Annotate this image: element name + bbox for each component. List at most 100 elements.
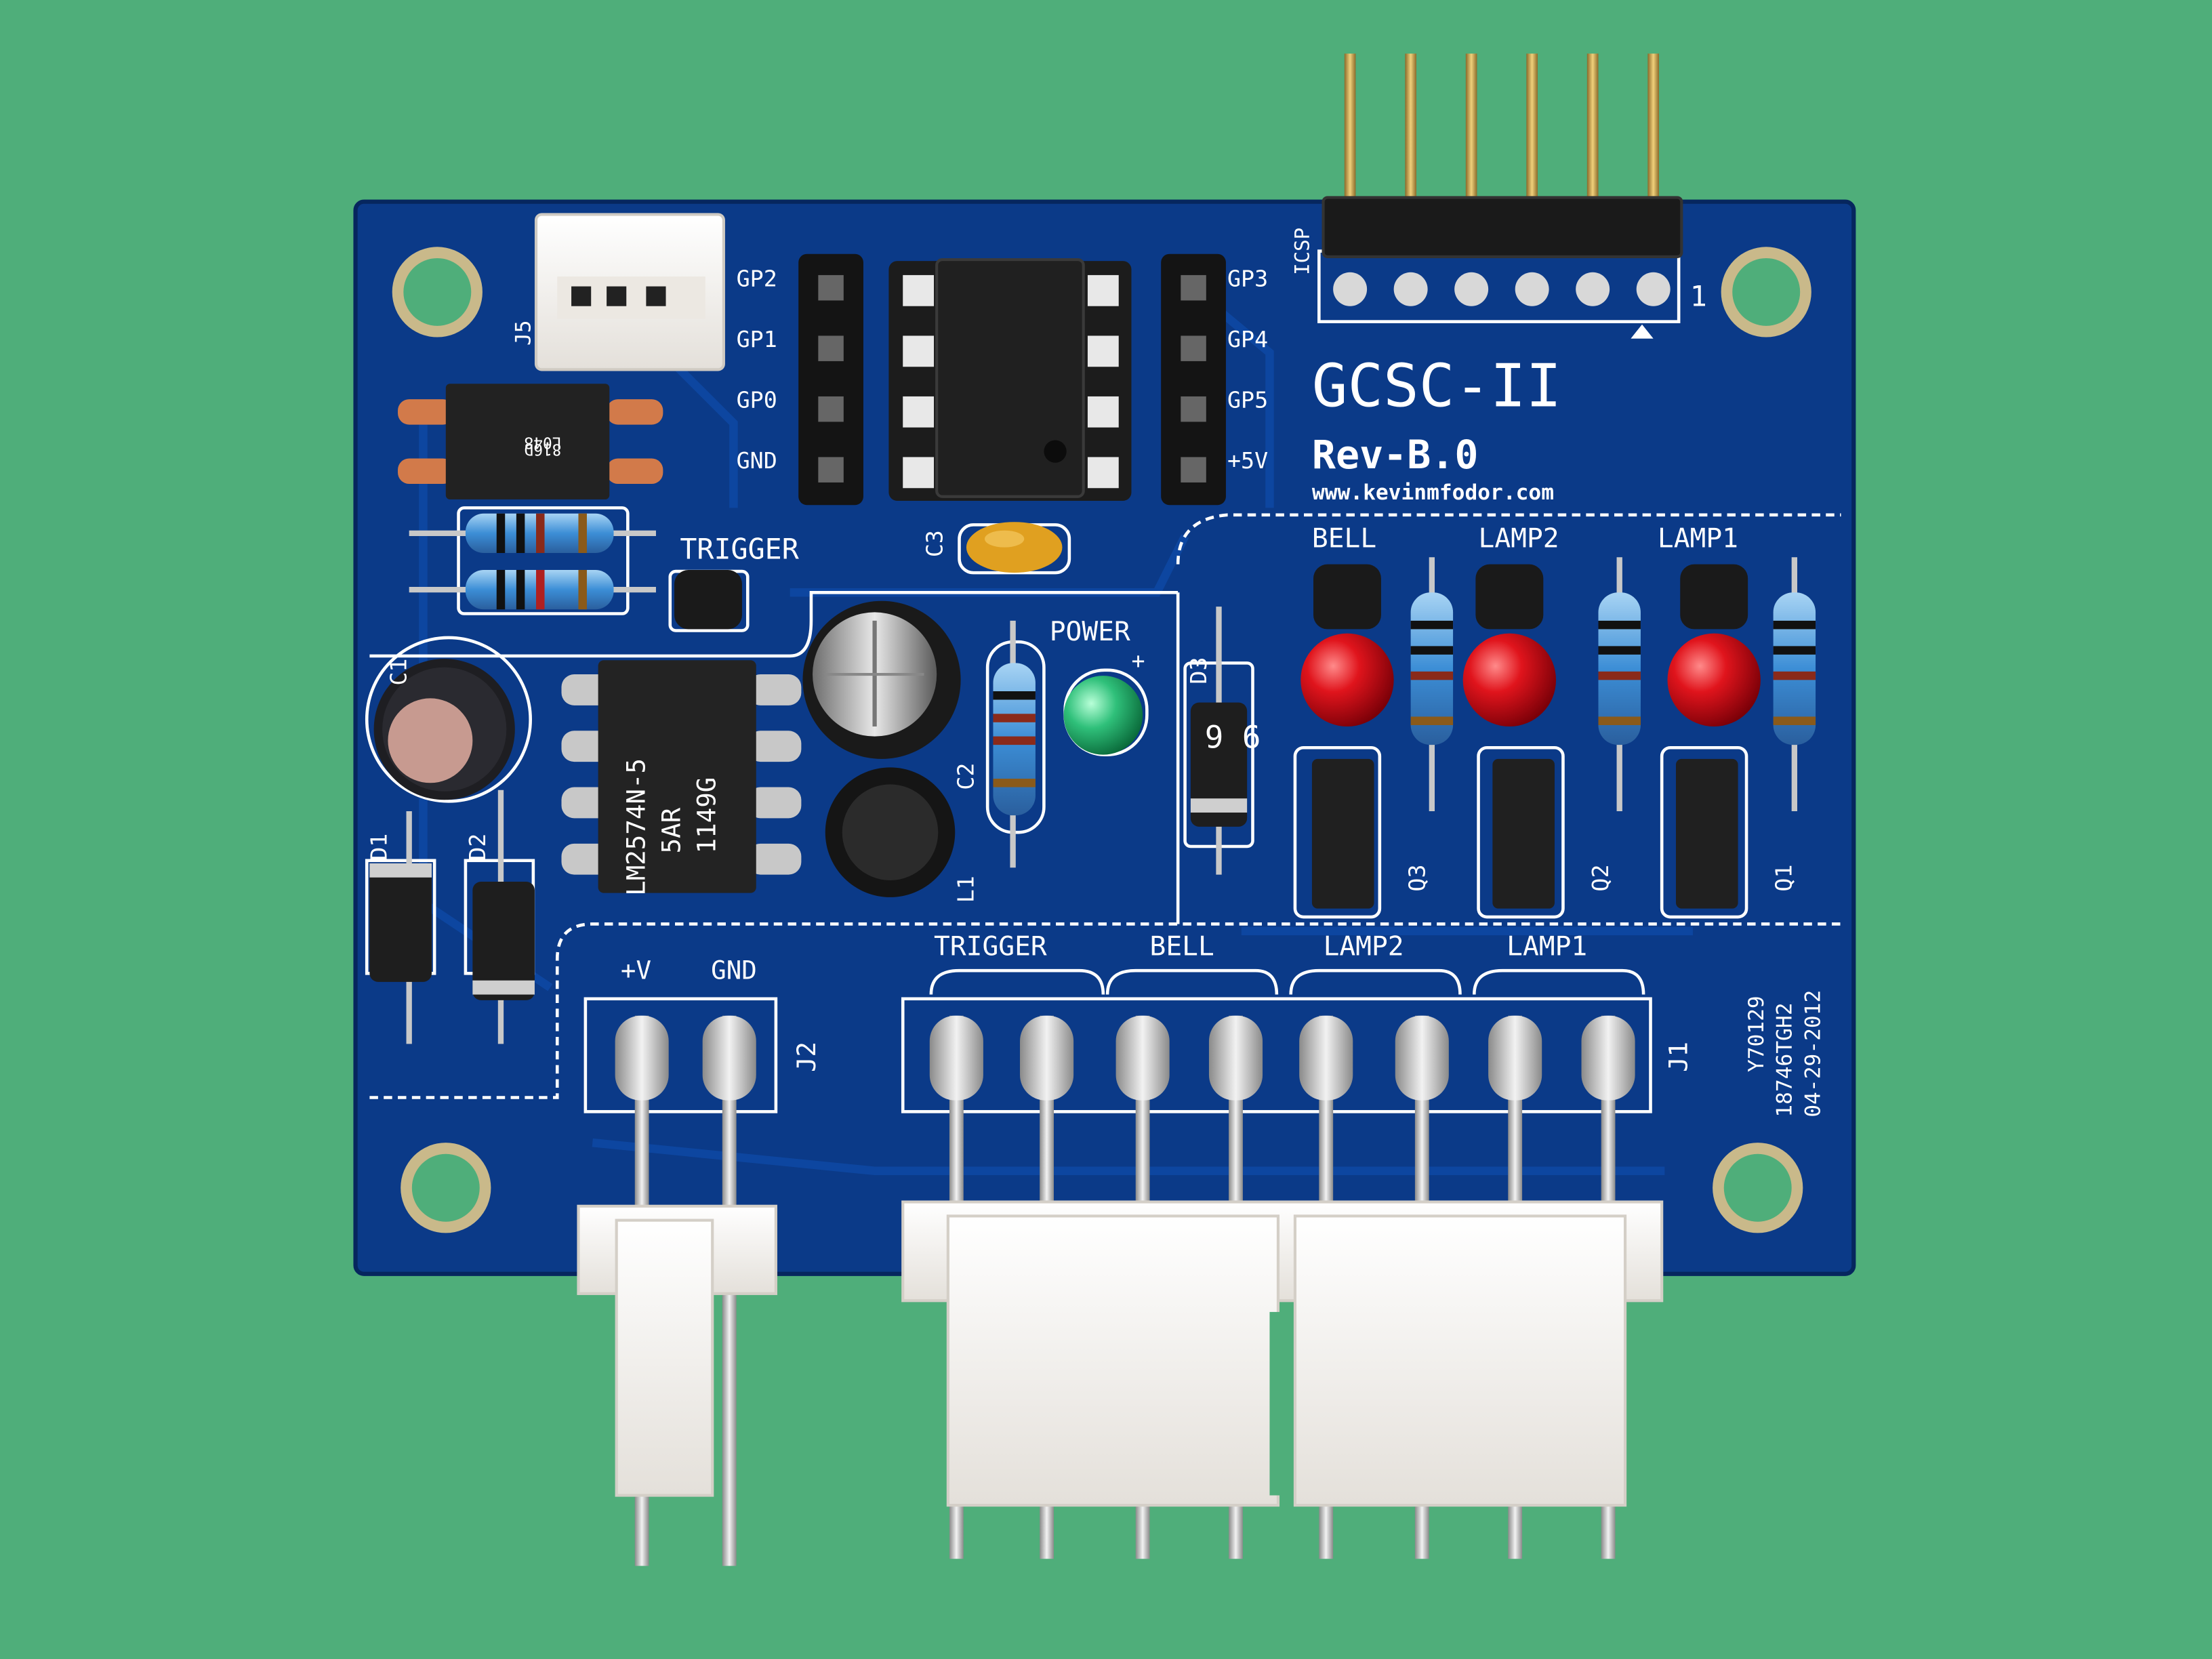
label-c3: C3 <box>922 530 948 557</box>
resistor-c2-area <box>993 620 1036 868</box>
microcontroller-chip <box>888 258 1132 501</box>
label-icsp: ICSP <box>1291 228 1314 275</box>
channel-resistor-band-2-2 <box>1598 646 1641 655</box>
label-power-plus: + <box>1131 648 1145 674</box>
silkscreen-text: GCSC-II Rev-B.0 www.kevinmfodor.com GP2 … <box>365 228 1825 1118</box>
board-name: GCSC-II <box>1312 352 1561 421</box>
icsp-pad-5 <box>1576 272 1610 306</box>
status-channel-1 <box>1300 557 1454 909</box>
label-j1-lamp1: LAMP1 <box>1507 930 1587 962</box>
label-gp5: GP5 <box>1227 387 1268 413</box>
j1-connector <box>901 1015 1664 1559</box>
icsp-pin-4 <box>1526 54 1538 209</box>
channel-resistor-band-1-3 <box>1410 671 1454 680</box>
diode-d3: 9 6 <box>1190 607 1261 875</box>
icsp-pin-3 <box>1465 54 1477 209</box>
label-j1-lamp2: LAMP2 <box>1324 930 1404 962</box>
regulator-marking-1: LM2574N-5 <box>621 758 651 896</box>
regulator-marking-3: 1149G <box>691 777 721 854</box>
channel-resistor-band-3-3 <box>1773 671 1816 680</box>
icsp-pad-6 <box>1636 272 1671 306</box>
inductor-l1 <box>825 767 956 897</box>
capacitor-c-bulk <box>802 600 961 759</box>
opto-marking-1: L048 <box>524 433 561 451</box>
label-q1: Q1 <box>1771 864 1797 891</box>
channel-transistor-small-3 <box>1680 564 1748 630</box>
j1-pin-head-4 <box>1208 1015 1263 1101</box>
label-j5: J5 <box>512 320 536 346</box>
channel-resistor-2 <box>1598 592 1641 745</box>
j1-pin-head-6 <box>1395 1015 1449 1101</box>
capacitor-c3 <box>966 522 1063 573</box>
label-trigger: TRIGGER <box>680 532 799 565</box>
resistor-r-trigger-2 <box>409 569 656 610</box>
label-lamp1: LAMP1 <box>1658 523 1738 554</box>
icsp-pin-5 <box>1586 54 1599 209</box>
serial-line-2: 18746TGH2 <box>1773 1002 1797 1117</box>
mounting-holes <box>392 247 1811 1233</box>
label-l1: L1 <box>952 876 979 903</box>
j1-pin-head-7 <box>1488 1015 1542 1101</box>
gp-header-right <box>1161 253 1226 506</box>
label-q2: Q2 <box>1587 864 1614 891</box>
serial-line-1: Y70129 <box>1744 996 1769 1072</box>
icsp-pad-3 <box>1454 272 1489 306</box>
channel-resistor-3 <box>1773 592 1816 745</box>
j2-connector <box>577 1015 777 1566</box>
optocoupler-chip: L048 816D <box>398 384 663 499</box>
status-channels <box>1300 557 1816 909</box>
icsp-pin-2 <box>1405 54 1416 209</box>
channel-transistor-3 <box>1675 758 1738 909</box>
board-url: www.kevinmfodor.com <box>1312 480 1554 505</box>
channel-resistor-band-2-3 <box>1598 671 1641 680</box>
channel-led-1 <box>1300 633 1394 727</box>
capacitor-c1 <box>373 659 515 800</box>
channel-resistor-band-3-4 <box>1773 716 1816 725</box>
label-d2: D2 <box>464 834 491 861</box>
label-q3: Q3 <box>1404 864 1430 891</box>
label-j2-plus-v: +V <box>621 956 651 985</box>
channel-transistor-small-1 <box>1313 564 1381 630</box>
trigger-transistor <box>674 569 742 630</box>
icsp-header <box>1322 54 1683 306</box>
opto-marking-2: 816D <box>524 441 561 458</box>
icsp-pad-1 <box>1333 272 1368 306</box>
label-gp4: GP4 <box>1227 326 1268 352</box>
label-gnd: GND <box>737 447 777 474</box>
j5-connector <box>534 213 725 371</box>
label-gp2: GP2 <box>737 266 777 292</box>
channel-resistor-band-2-1 <box>1598 620 1641 630</box>
icsp-pad-2 <box>1393 272 1428 306</box>
channel-transistor-small-2 <box>1475 564 1544 630</box>
label-power: POWER <box>1050 616 1130 647</box>
label-lamp2: LAMP2 <box>1479 523 1559 554</box>
diode-d1 <box>369 811 432 1044</box>
regulator-marking-2: 5AR <box>656 807 686 853</box>
icsp-pin-6 <box>1647 54 1659 209</box>
channel-resistor-band-2-4 <box>1598 716 1641 725</box>
label-c1: C1 <box>386 659 412 686</box>
resistor-r-trigger-1 <box>409 513 656 553</box>
channel-resistor-band-3-1 <box>1773 620 1816 630</box>
label-d1: D1 <box>365 834 392 861</box>
label-j1: J1 <box>1664 1042 1694 1072</box>
label-d3: D3 <box>1185 657 1212 684</box>
icsp-pin-1 <box>1344 54 1356 209</box>
label-j1-trigger: TRIGGER <box>934 930 1047 962</box>
j1-pin-head-5 <box>1299 1015 1353 1101</box>
label-gp0: GP0 <box>737 387 777 413</box>
status-channel-2 <box>1462 557 1641 909</box>
serial-line-3: 04-29-2012 <box>1801 990 1825 1118</box>
label-gp3: GP3 <box>1227 266 1268 292</box>
board-revision: Rev-B.0 <box>1312 432 1479 478</box>
status-channel-3 <box>1667 557 1816 909</box>
label-c2: C2 <box>952 763 979 790</box>
label-bell: BELL <box>1312 523 1376 554</box>
j1-pin-head-3 <box>1115 1015 1170 1101</box>
channel-resistor-band-3-2 <box>1773 646 1816 655</box>
channel-resistor-1 <box>1410 592 1454 745</box>
label-j2: J2 <box>792 1042 821 1072</box>
label-gp1: GP1 <box>737 326 777 352</box>
diode-d2 <box>472 790 535 1044</box>
